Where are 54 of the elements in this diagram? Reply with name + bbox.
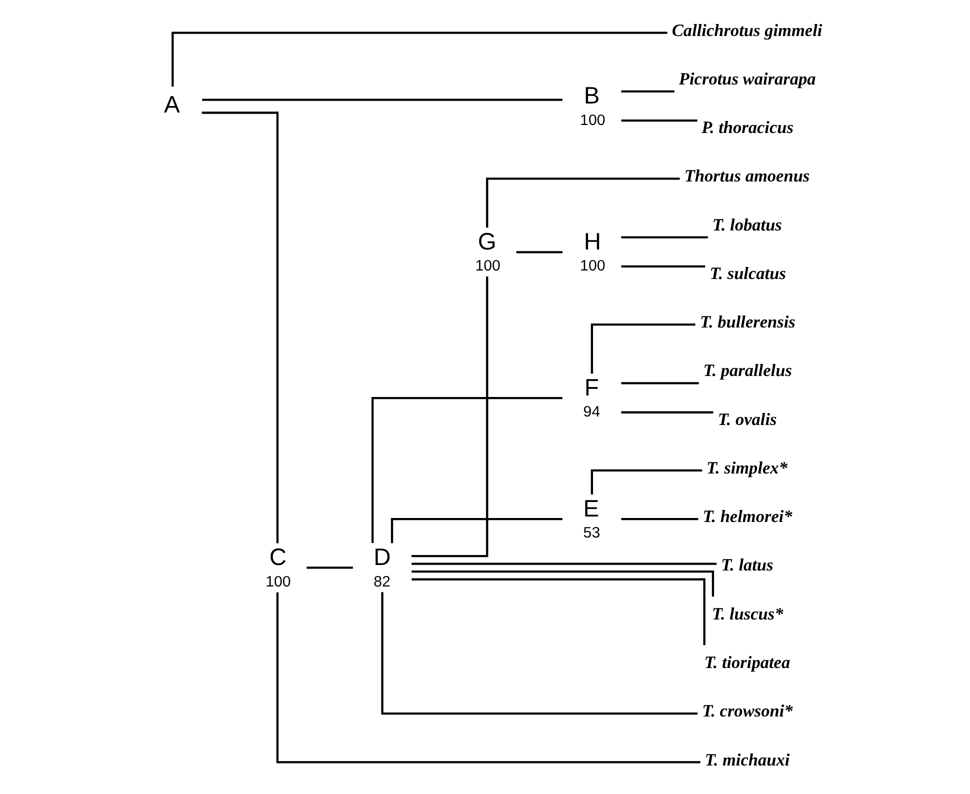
connector [620,264,705,268]
node-label: 53 [582,524,600,542]
node-text: F [584,374,598,401]
connector [486,177,680,228]
node-text: Thortus amoenus [684,166,810,186]
node-label: 100 [580,257,605,274]
connector [202,98,562,100]
connector [276,592,700,763]
node-label: 82 [373,572,390,590]
connector [201,111,278,543]
node-text: T. ovalis [717,409,776,428]
connector [620,410,713,413]
connector [620,382,698,384]
node-label: 100 [474,257,500,274]
node-text: T. tioripatea [704,652,790,672]
connector [380,592,698,714]
connector [411,570,714,596]
connector [620,518,698,520]
node-text: B [583,82,600,110]
connector [411,276,488,557]
node-text: T. crowsoni* [702,701,792,720]
node-text: T. parallelus [702,360,792,380]
connector [590,322,695,374]
node-text: H [583,228,601,256]
connector [171,31,667,86]
node-label: 100 [265,572,290,590]
node-text: D [373,544,390,571]
node-text: A [164,90,180,118]
connector [371,396,562,543]
connector [590,468,702,494]
node-label: 94 [582,403,600,420]
connector [390,518,562,543]
connector [620,119,697,122]
node-text: T. latus [720,555,773,574]
node-text: T. bullerensis [700,312,795,332]
node-text: P. thoracicus [701,118,794,137]
node-text: C [268,544,286,571]
node-text: T. simplex* [706,458,787,477]
connector [411,562,716,564]
node-text: Picrotus wairarapa [678,68,816,88]
connector [411,578,705,645]
node-text: G [477,228,496,256]
node-label: 100 [580,111,605,128]
node-text: Callichrotus gimmeli [671,20,822,40]
node-text: T. luscus* [711,604,783,623]
node-text: T. sulcatus [709,263,786,282]
node-text: T. lobatus [712,214,782,234]
connector [620,90,674,92]
node-text: E [582,494,599,522]
connector [306,566,352,568]
node-text: T. michauxi [704,750,790,769]
connector [620,236,708,238]
connector [516,250,562,253]
node-text: T. helmorei* [702,506,792,526]
